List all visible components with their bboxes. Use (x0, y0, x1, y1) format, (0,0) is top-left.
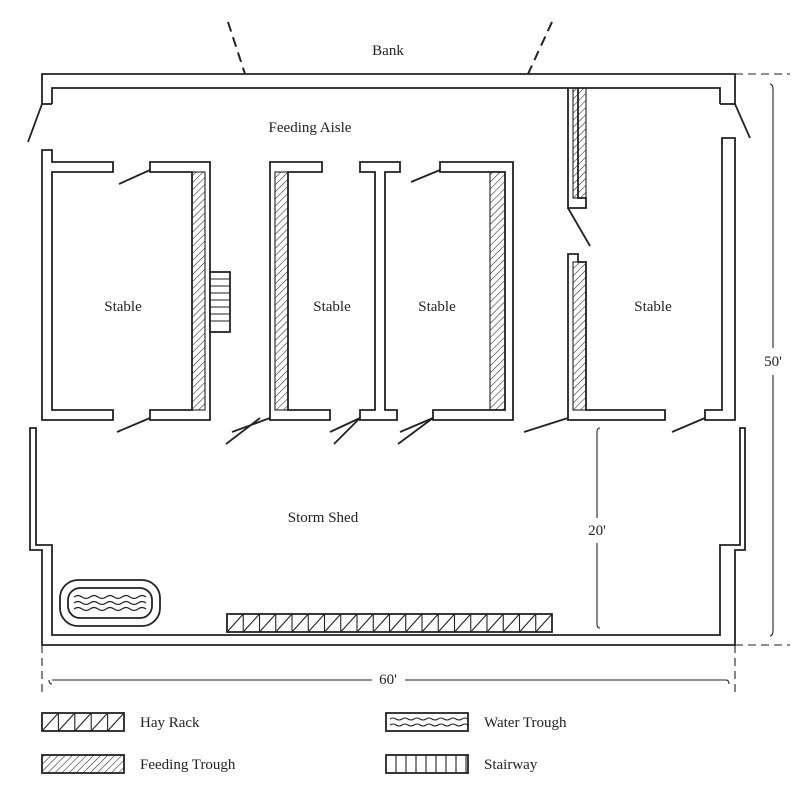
stable-4 (523, 137, 736, 433)
stairway (209, 271, 231, 333)
stable-label: Stable (418, 299, 456, 315)
depth-dimension (735, 73, 790, 646)
feeding-trough (191, 171, 206, 411)
stable-door (671, 417, 706, 433)
legend-hay-rack-label: Hay Rack (140, 715, 200, 731)
north-wall (41, 73, 736, 105)
legend-water-trough: Water Trough (385, 712, 567, 732)
stable-2 (225, 161, 331, 445)
northeast-door (734, 103, 751, 139)
stable-1 (41, 149, 211, 433)
water-trough (59, 579, 161, 627)
depth-dimension-label: 50' (764, 354, 782, 370)
storm-shed-walls (29, 427, 746, 646)
legend-water-trough-label: Water Trough (484, 715, 567, 731)
northwest-door (27, 103, 43, 143)
feeding-aisle-label: Feeding Aisle (269, 120, 352, 136)
aisle-partition (567, 87, 591, 247)
legend-feeding-trough: Feeding Trough (41, 754, 236, 774)
width-dimension-label: 60' (379, 672, 397, 688)
legend: Hay Rack Water Trough Feeding Trough Sta… (41, 712, 567, 774)
feeding-trough (489, 171, 506, 411)
stable-door (116, 417, 151, 433)
feeding-trough (572, 87, 587, 199)
stable-door (410, 169, 441, 183)
stable-door (397, 417, 434, 445)
hay-rack (226, 613, 553, 633)
stable-door (399, 417, 434, 433)
center-partition (329, 161, 401, 445)
width-dimension (41, 645, 736, 695)
stable-door (118, 169, 151, 185)
shed-depth-dimension-label: 20' (588, 523, 606, 539)
stable-door (329, 417, 361, 433)
bank-lines (227, 21, 553, 75)
stable-label: Stable (313, 299, 351, 315)
shed-depth-dimension (596, 427, 601, 629)
stable-door (225, 417, 261, 445)
stable-3 (397, 161, 514, 445)
aisle-door (567, 207, 591, 247)
stable-door (523, 417, 569, 433)
storm-shed-label: Storm Shed (288, 510, 359, 526)
stable-label: Stable (104, 299, 142, 315)
legend-stairway: Stairway (385, 754, 538, 774)
legend-stairway-label: Stairway (484, 757, 538, 773)
feeding-trough (572, 261, 587, 411)
stable-label: Stable (634, 299, 672, 315)
feeding-trough (274, 171, 289, 411)
legend-hay-rack: Hay Rack (41, 712, 200, 732)
legend-feeding-trough-label: Feeding Trough (140, 757, 236, 773)
bank-label: Bank (372, 43, 404, 59)
stable-door (333, 417, 361, 445)
